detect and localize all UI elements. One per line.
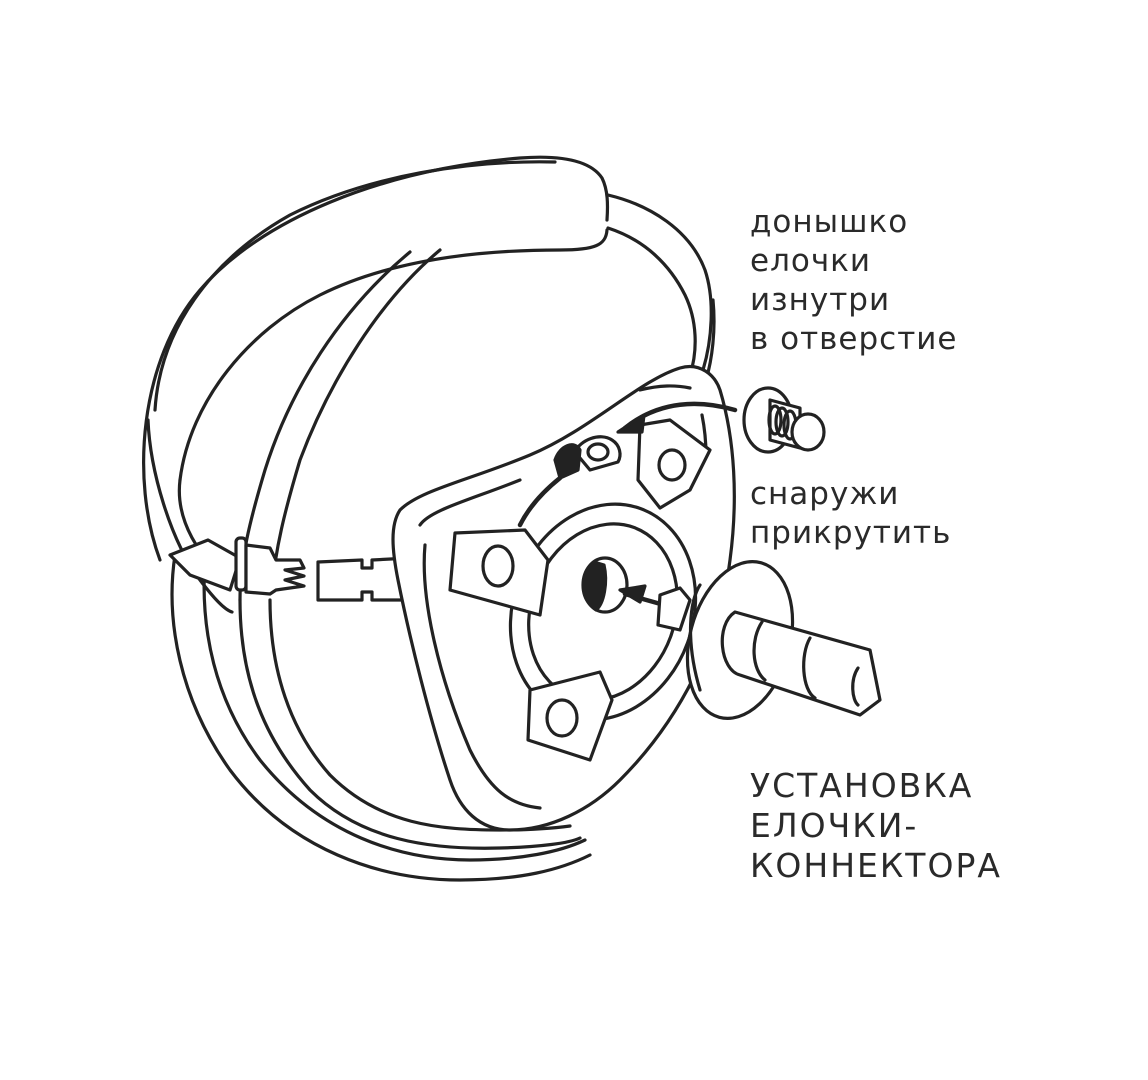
label-screw-from-outside: снаружи прикрутить — [750, 475, 951, 553]
label-line: прикрутить — [750, 515, 952, 551]
label-line: изнутри — [750, 282, 891, 318]
insert-arrow — [616, 401, 738, 434]
label-insert-from-inside: донышко елочки изнутри в отверстие — [750, 203, 958, 359]
connector-attachment — [685, 560, 882, 720]
label-line: в отверстие — [750, 321, 958, 357]
title-line: ЕЛОЧКИ- — [750, 806, 919, 845]
title-line: КОННЕКТОРА — [750, 846, 1002, 885]
diagram-title: УСТАНОВКА ЕЛОЧКИ- КОННЕКТОРА — [750, 766, 1002, 886]
o-ring-holder — [448, 418, 712, 762]
connector-base — [742, 386, 826, 454]
title-line: УСТАНОВКА — [750, 766, 974, 805]
label-line: снаружи — [750, 476, 900, 512]
label-line: елочки — [750, 243, 872, 279]
label-line: донышко — [750, 204, 909, 240]
side-buckle — [168, 536, 412, 602]
